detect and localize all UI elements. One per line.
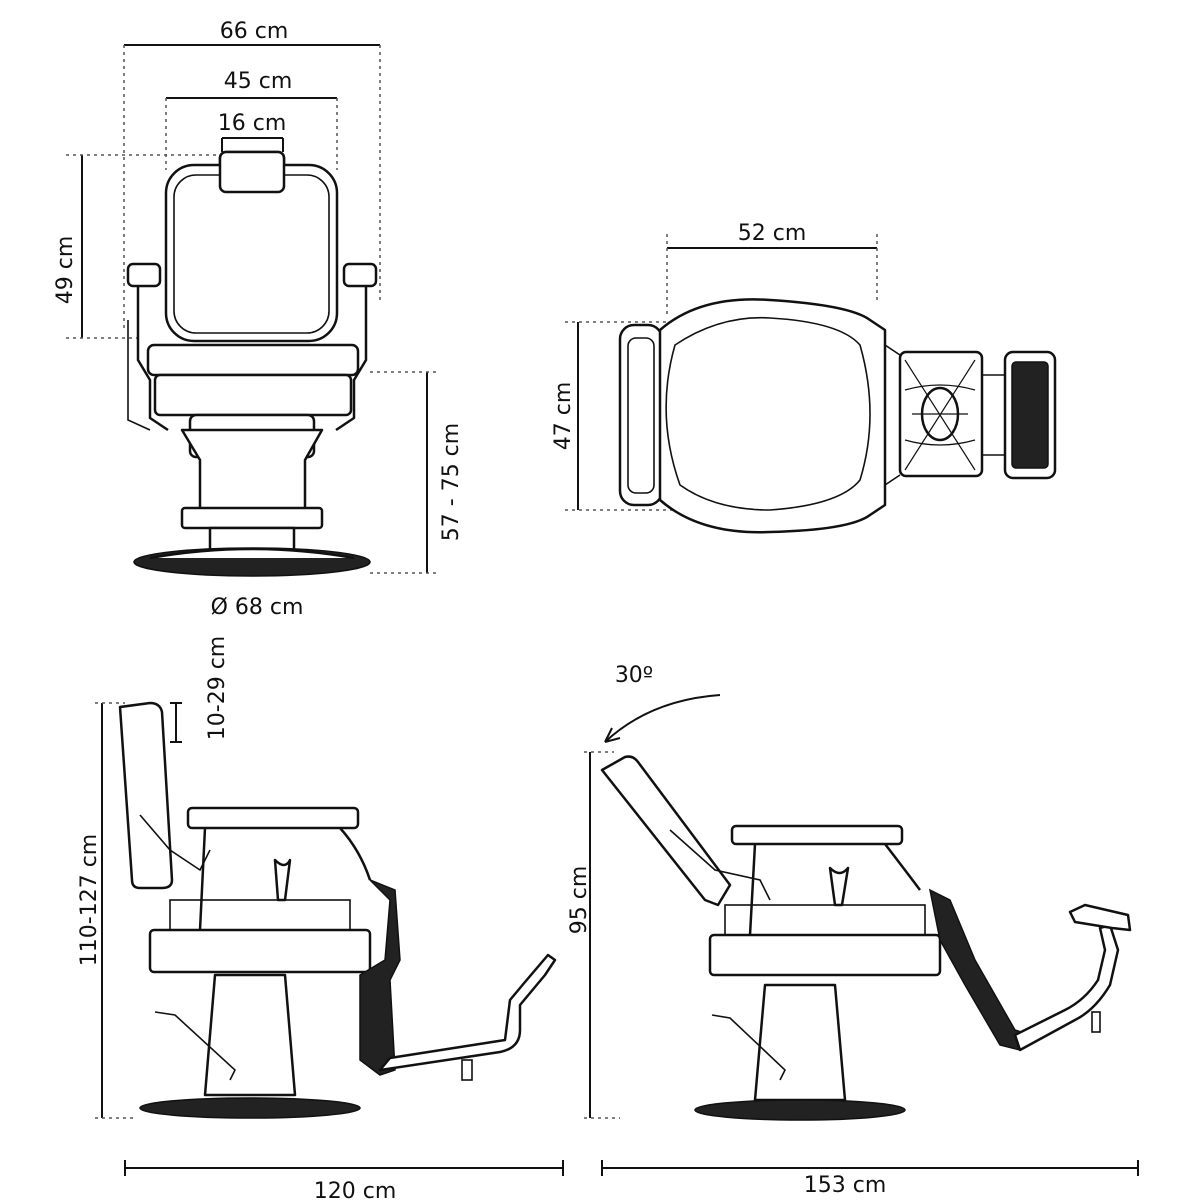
label-length-upright: 120 cm [314,1179,397,1200]
side-footrest-peg [461,1059,473,1081]
side-back-bracket [139,814,211,872]
seat-cushion [146,343,360,377]
recl-column [753,983,847,1102]
side-seat-top [169,899,351,931]
side-lever-knob [273,858,292,902]
side-view-reclined: 30º 95 cm 153 cm [567,663,1139,1198]
recl-armrest [730,824,904,846]
side-view-upright: 110-127 cm 10-29 cm 120 cm [77,636,564,1200]
top-backrest-inner [627,337,655,494]
label-height-back: 49 cm [53,236,78,305]
recl-backrest [600,755,732,907]
label-width-overall: 66 cm [220,19,289,44]
recl-seat-top [724,904,926,936]
side-base [139,1097,361,1119]
label-length-reclined: 153 cm [804,1173,887,1198]
side-pump-pedal [154,1011,236,1081]
recl-footrest-arm [1013,923,1120,1052]
headrest-top [218,150,286,194]
armrest-left [126,262,162,288]
label-base-diameter: Ø 68 cm [211,595,304,620]
side-arm-supports [198,827,372,931]
side-seat [148,928,372,974]
top-seat-cushion [665,316,871,511]
lever-left [127,320,151,431]
side-ornament-frame [359,879,401,1076]
label-headrest-adjust: 10-29 cm [205,636,230,740]
recl-base [694,1099,906,1121]
recl-back-bracket [669,829,771,901]
recline-arc [604,694,721,743]
side-armrest [186,806,360,830]
side-column [203,973,297,1097]
label-height-seat: 57 - 75 cm [439,423,464,541]
top-backrest [618,323,664,507]
front-view: 66 cm 45 cm 16 cm 49 cm 57 - 75 cm Ø 68 … [53,19,464,620]
label-reclined-height: 95 cm [567,866,592,935]
recline-arrowhead [604,727,621,743]
label-top-width: 52 cm [738,221,807,246]
recl-footrest-peg [1091,1011,1101,1033]
recl-ornament-frame [928,888,1032,1051]
recl-arm-supports [748,843,921,936]
side-backrest [118,701,174,890]
recl-lever-knob [828,866,850,907]
top-seat-frame [658,298,887,534]
label-total-height: 110-127 cm [77,834,102,966]
top-footrest-ornament [904,359,976,471]
base-top [149,547,355,560]
top-foot-pad-tread [1011,361,1049,469]
label-top-depth: 47 cm [551,382,576,451]
top-view: 52 cm 47 cm [551,221,1057,534]
top-link-lower [884,474,901,486]
column [208,526,296,552]
recl-seat [708,933,942,977]
label-recline-angle: 30º [615,663,653,688]
side-footrest-arm [378,953,557,1072]
recl-pump-pedal [711,1014,786,1081]
frame-lower [180,428,324,512]
label-width-seat: 45 cm [224,69,293,94]
seat-front [153,373,353,417]
top-link-upper [884,344,901,356]
recl-foot-pad [1068,903,1132,932]
footrest-front [180,506,324,530]
armrest-right [342,262,378,288]
label-width-headrest: 16 cm [218,111,287,136]
